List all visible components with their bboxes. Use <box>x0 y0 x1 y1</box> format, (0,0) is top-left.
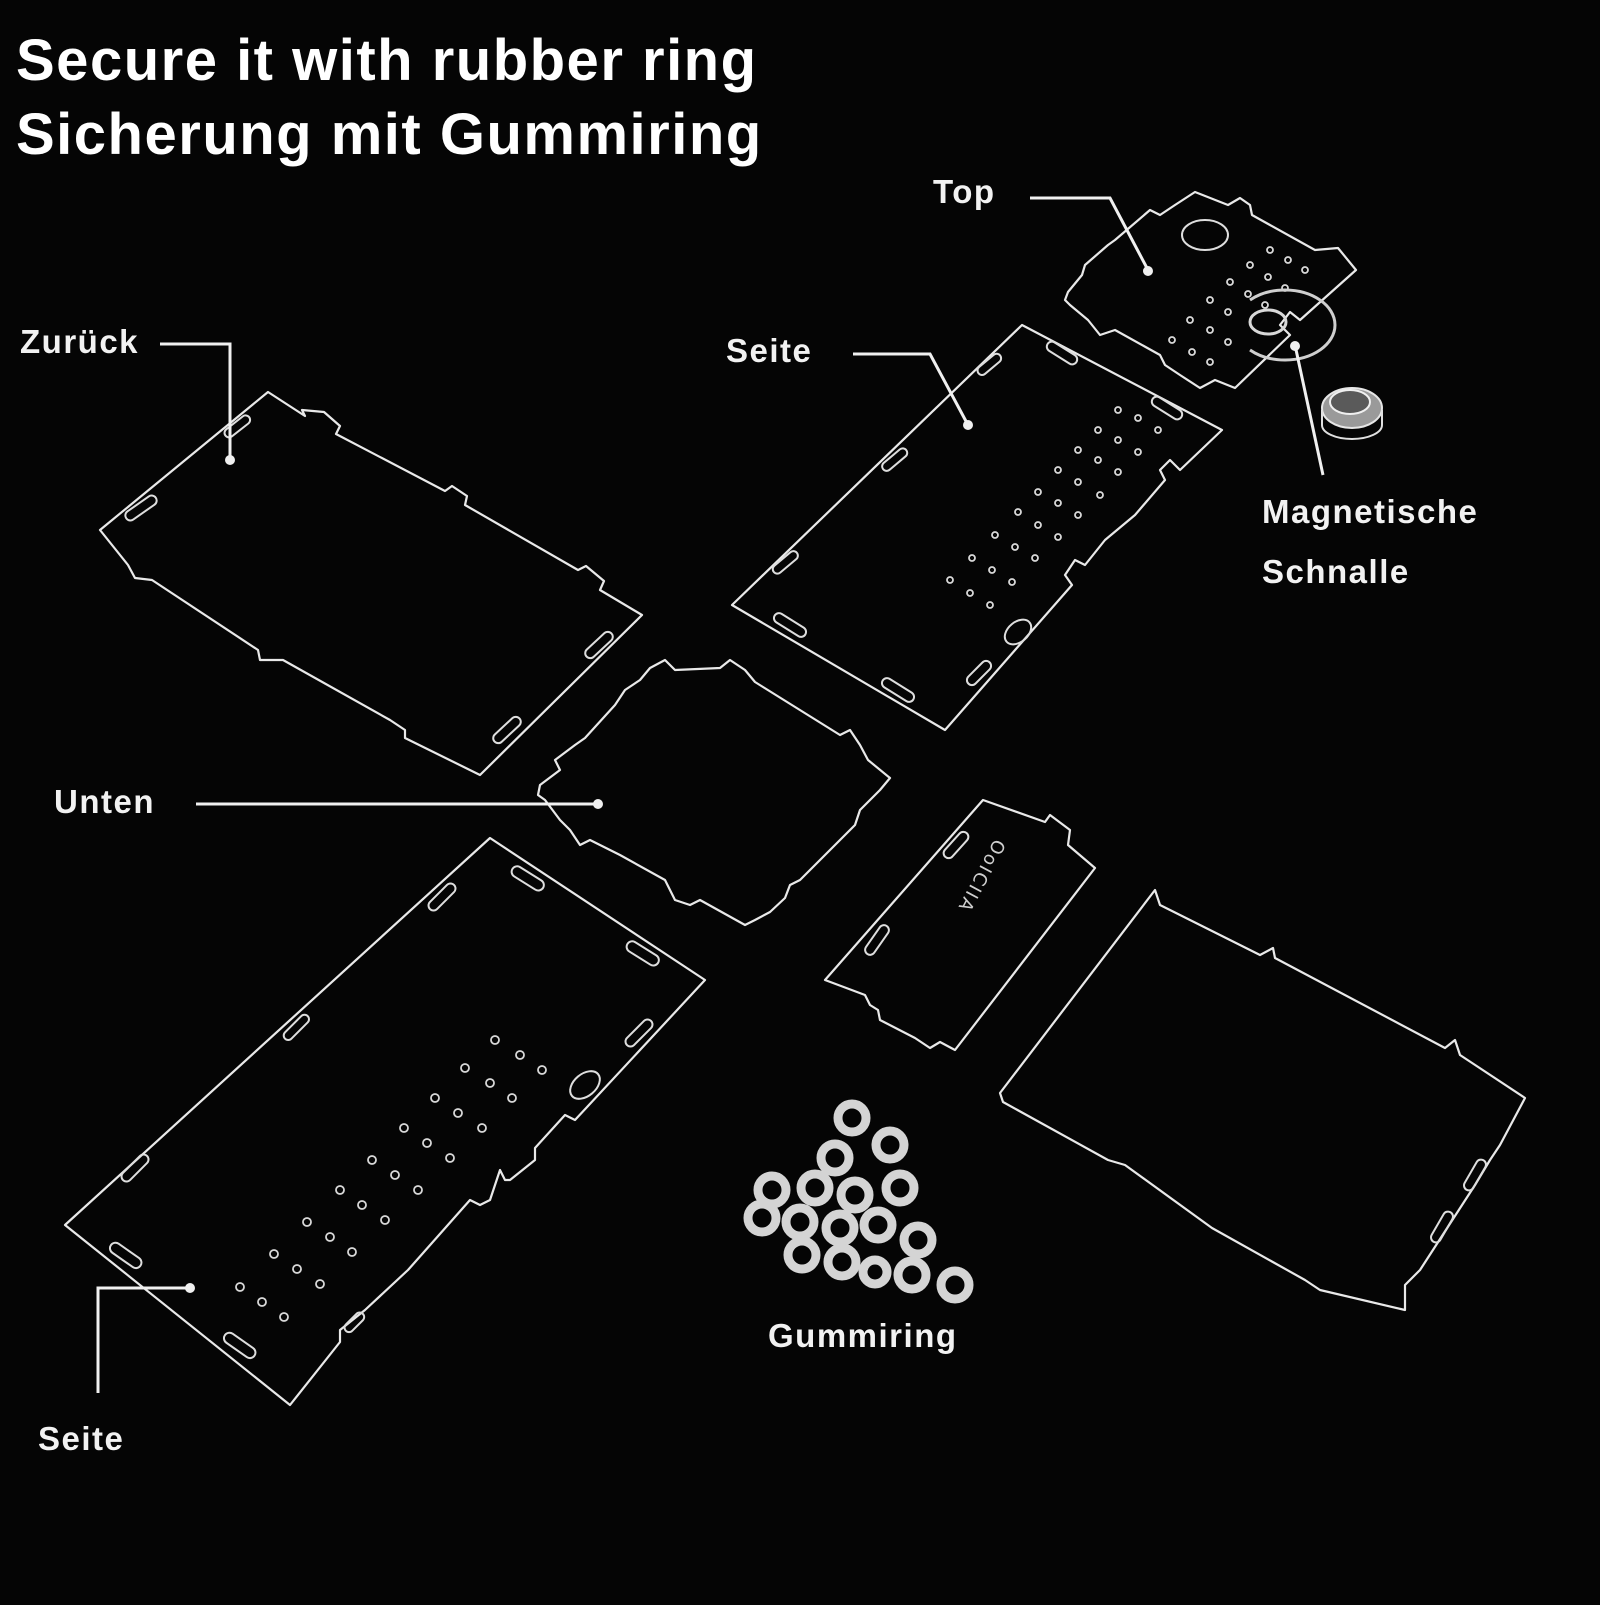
leader-zuruck <box>160 342 232 460</box>
side-panel-upper <box>730 323 1224 732</box>
bottom-panel <box>536 658 892 927</box>
label-seite-upper: Seite <box>726 332 813 369</box>
label-unten: Unten <box>54 783 155 820</box>
leader-magnet <box>1293 344 1325 476</box>
label-magnet-line1: Magnetische <box>1262 493 1479 530</box>
rubber-rings <box>743 1099 974 1304</box>
label-magnet-line2: Schnalle <box>1262 553 1410 590</box>
speaker-holes-upper <box>946 406 1162 609</box>
label-top: Top <box>933 173 996 210</box>
speaker-holes-top <box>1168 246 1309 366</box>
top-panel <box>1063 190 1358 390</box>
leader-lines <box>96 196 1325 1393</box>
headline-german: Sicherung mit Gummiring <box>16 102 763 167</box>
leader-seite-lower <box>96 1286 190 1393</box>
label-gummiring: Gummiring <box>768 1317 958 1354</box>
label-seite-lower: Seite <box>38 1420 125 1457</box>
large-panel <box>998 888 1527 1312</box>
leader-top <box>1030 196 1150 271</box>
side-panel-lower <box>63 836 707 1407</box>
headline-english: Secure it with rubber ring <box>16 28 758 93</box>
label-zuruck: Zurück <box>20 323 140 360</box>
magnetic-buckle <box>1248 288 1383 440</box>
small-panel: OoICIIA <box>823 798 1097 1052</box>
speaker-holes-lower <box>235 1035 547 1322</box>
headline: Secure it with rubber ring Sicherung mit… <box>16 24 763 172</box>
leader-seite-upper <box>853 352 970 426</box>
back-panel <box>98 390 644 777</box>
